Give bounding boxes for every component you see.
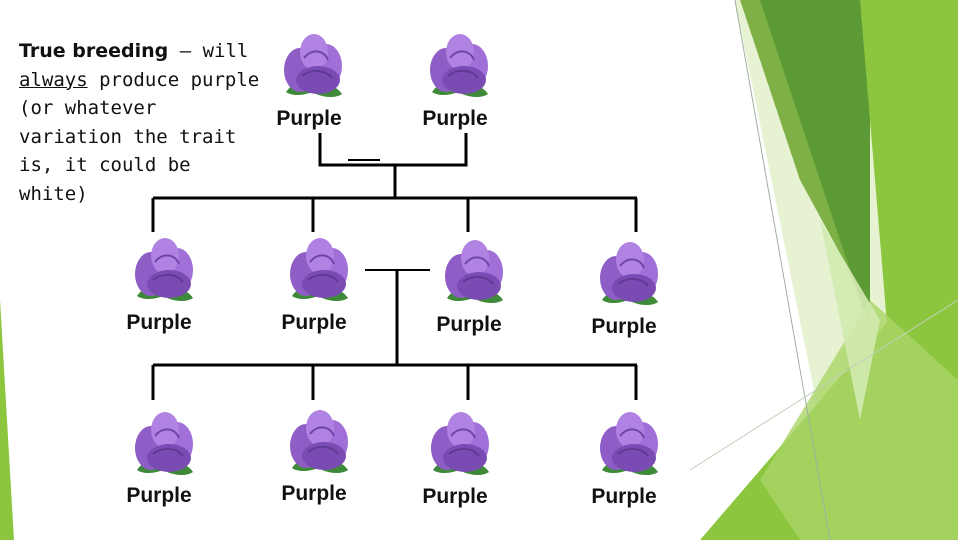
f2-label-3: Purple [422, 485, 487, 508]
parent-label-2: Purple [422, 107, 487, 130]
parent-label-1: Purple [276, 107, 341, 130]
description-dash: – will [168, 40, 249, 62]
f2-flower-3: Purple [422, 411, 490, 508]
right-green-panel-accent [820, 220, 880, 420]
f2-flower-2: Purple [281, 409, 349, 505]
f1-flower-4: Purple [591, 241, 659, 338]
f1-label-2: Purple [281, 311, 346, 334]
right-green-panel-bottom-light [760, 300, 958, 540]
description-bold: True breeding [19, 40, 169, 62]
right-green-panel-dark [760, 0, 870, 330]
f2-label-4: Purple [591, 485, 656, 508]
f1-label-3: Purple [436, 313, 501, 336]
left-green-sliver [0, 300, 14, 540]
f1-flower-2: Purple [281, 237, 349, 334]
parent-flower-1: Purple [276, 33, 343, 130]
f2-flower-1: Purple [126, 411, 194, 507]
f2-label-1: Purple [126, 484, 191, 507]
f1-label-4: Purple [591, 315, 656, 338]
description-text: True breeding – will always produce purp… [19, 37, 264, 208]
description-underlined: always [19, 68, 88, 91]
connector-lines [151, 133, 638, 400]
right-diagonal-line [734, 0, 831, 540]
f1-flower-1: Purple [126, 237, 194, 334]
f1-label-1: Purple [126, 311, 191, 334]
parent-flower-2: Purple [422, 33, 489, 130]
f1-flower-3: Purple [436, 239, 504, 336]
f2-label-2: Purple [281, 482, 346, 505]
right-diagonal-line-2 [689, 299, 958, 471]
description-rest: produce purple (or whatever variation th… [19, 68, 260, 205]
f2-flower-4: Purple [591, 411, 659, 508]
